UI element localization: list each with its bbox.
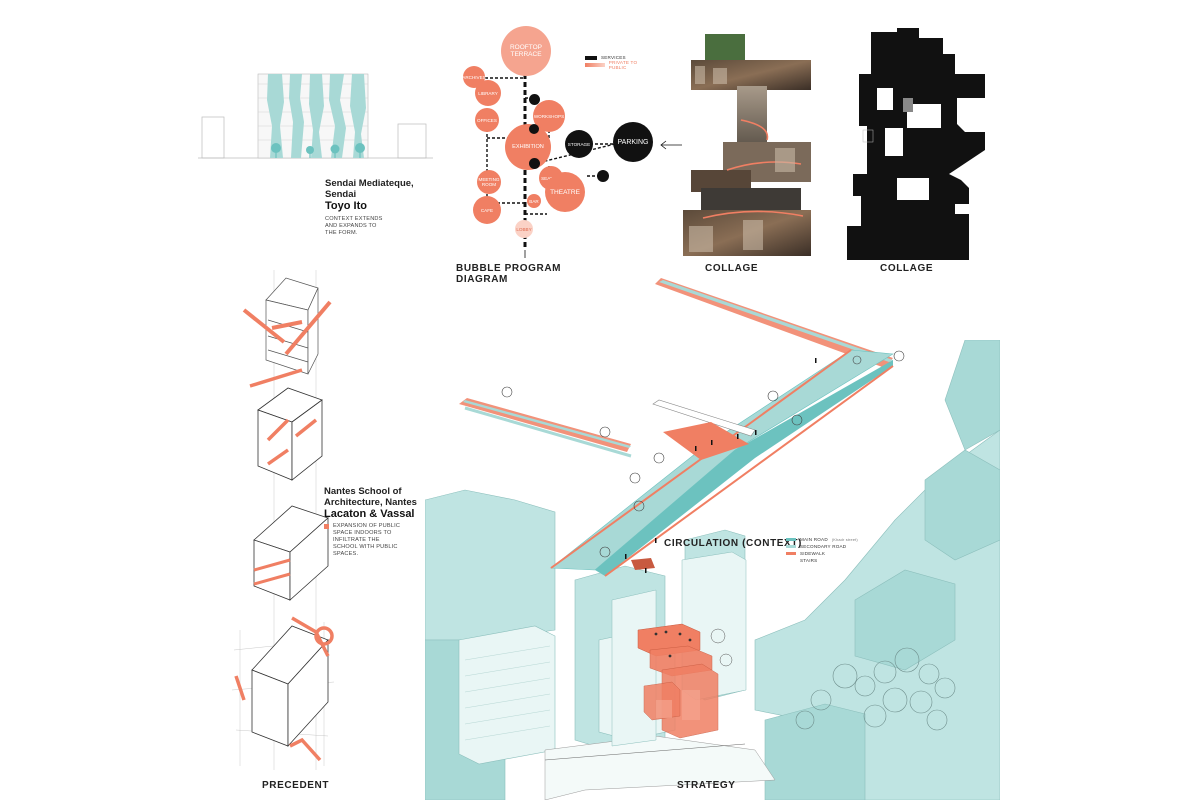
- legend-main-road: MAIN ROAD: [800, 537, 828, 542]
- collage-silhouette: [845, 28, 985, 260]
- strategy-massing: [611, 551, 747, 747]
- legend-sidewalk: SIDEWALK: [800, 551, 826, 556]
- nantes-desc-line5: SPACES.: [333, 551, 359, 557]
- sendai-author: Toyo Ito: [325, 200, 367, 212]
- nantes-desc-line4: SCHOOL WITH PUBLIC: [333, 544, 398, 550]
- precedent-axonometric: [231, 270, 335, 770]
- precedent-caption: PRECEDENT: [262, 780, 330, 791]
- strategy-caption: STRATEGY: [677, 780, 736, 791]
- sendai-desc-line2: AND EXPANDS TO: [325, 223, 377, 229]
- legend-secondary-road: SECONDARY ROAD: [800, 544, 847, 549]
- nantes-desc-line2: SPACE INDOORS TO: [333, 530, 392, 536]
- sendai-desc-line3: THE FORM.: [325, 230, 358, 236]
- collage2-caption: COLLAGE: [880, 263, 934, 274]
- legend-private-public: PRIVATE TO PUBLIC: [608, 59, 638, 70]
- nantes-legend-swatch: [324, 524, 329, 529]
- bubble-exhibition: EXHIBITION: [505, 124, 551, 170]
- arrow-left-icon: [660, 140, 682, 150]
- service-node: [529, 124, 539, 134]
- sendai-tube: [289, 74, 304, 158]
- service-node: [529, 158, 540, 169]
- nantes-title-line2: Architecture, Nantes: [324, 497, 417, 508]
- sendai-desc-line1: CONTEXT EXTENDS: [325, 216, 383, 222]
- sendai-tube: [267, 74, 284, 158]
- sendai-elevation: [198, 62, 433, 162]
- bubble-bar: BAR: [527, 194, 541, 208]
- nantes-title-line1: Nantes School of: [324, 486, 402, 497]
- bubble-cafe: CAFE: [473, 196, 501, 224]
- collage-photo: [683, 30, 818, 260]
- sendai-title-line1: Sendai Mediateque,: [325, 178, 414, 189]
- sendai-label: Sendai Mediateque, Sendai Toyo Ito CONTE…: [325, 178, 445, 237]
- sendai-tube: [329, 74, 346, 158]
- nantes-label: Nantes School of Architecture, Nantes La…: [324, 486, 444, 558]
- service-node: [597, 170, 609, 182]
- circulation-legend: MAIN ROAD (Khadr street) SECONDARY ROAD …: [786, 536, 896, 564]
- bubble-theatre: THEATRE: [545, 172, 585, 212]
- collage1-caption: COLLAGE: [705, 263, 759, 274]
- bubble-library: LIBRARY: [475, 80, 501, 106]
- circulation-caption: CIRCULATION (CONTEXT): [664, 538, 802, 549]
- legend-stairs: STAIRS: [800, 558, 818, 563]
- bubble-legend: SERVICES PRIVATE TO PUBLIC: [585, 54, 645, 70]
- nantes-desc-line1: EXPANSION OF PUBLIC: [333, 523, 401, 529]
- service-node: [529, 94, 540, 105]
- bubble-offices: OFFICES: [475, 108, 499, 132]
- bubble-parking: PARKING: [613, 122, 653, 162]
- sendai-tube: [350, 74, 366, 158]
- sendai-title-line2: Sendai: [325, 189, 357, 200]
- nantes-author: Lacaton & Vassal: [324, 508, 415, 520]
- sendai-tube: [309, 74, 324, 158]
- legend-services: SERVICES: [601, 55, 626, 60]
- bubble-lobby: LOBBY: [515, 220, 533, 238]
- bubble-storage: STORAGE: [565, 130, 593, 158]
- legend-main-road-sub: (Khadr street): [831, 537, 858, 542]
- circulation-roads: [459, 278, 905, 577]
- bubble-diagram-caption: BUBBLE PROGRAM DIAGRAM: [456, 263, 562, 285]
- nantes-desc-line3: INFILTRATE THE: [333, 537, 380, 543]
